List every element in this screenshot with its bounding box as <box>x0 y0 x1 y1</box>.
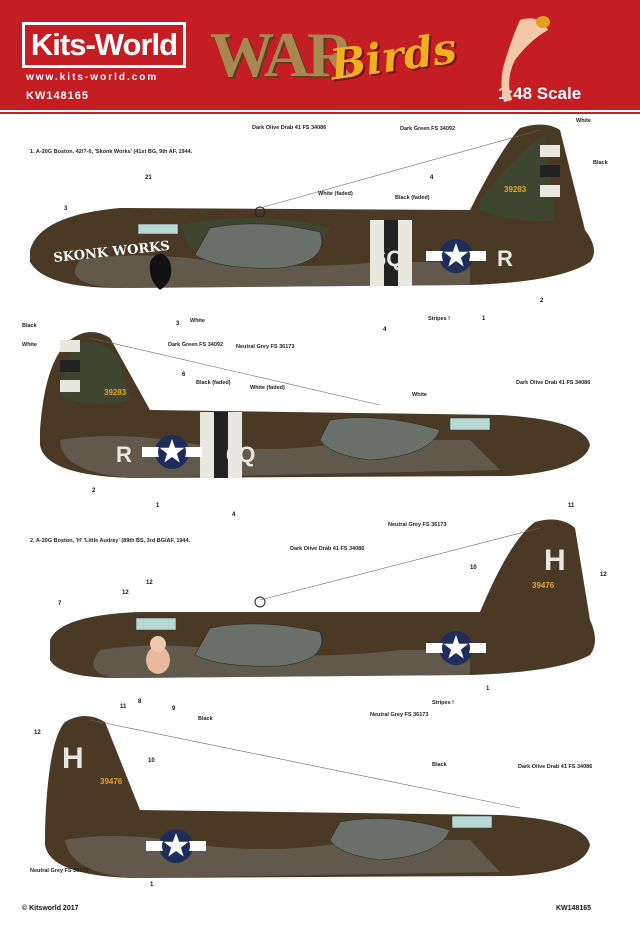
profile-2-aircraft: R 6Q 39283 <box>40 331 590 478</box>
p2-code-right: 6Q <box>226 442 255 467</box>
p4-serial: 39476 <box>100 777 123 786</box>
p2-callout: 6 <box>182 372 186 378</box>
p4-label-black: Black <box>432 762 447 768</box>
p1-callout: 3 <box>64 206 68 212</box>
p3-label-stripe: Stripes ! <box>432 700 455 706</box>
p1-callout: 4 <box>383 327 387 333</box>
copyright: © Kitsworld 2017 <box>22 905 79 912</box>
p2-callout: 1 <box>156 503 160 509</box>
p1-caption: 1. A-20G Boston, 42/?-0, 'Skonk Works' (… <box>30 149 193 155</box>
p1-label-white-low: White <box>190 318 205 324</box>
p1-label-white-top: White <box>576 118 591 124</box>
p3-callout: 11 <box>568 503 575 509</box>
p3-serial: 39476 <box>532 581 555 590</box>
p3-callout: 8 <box>138 699 142 705</box>
p3-label-neutral-grey: Neutral Grey FS 36173 <box>370 712 429 718</box>
p2-label-black-faded: Black (faded) <box>196 380 231 386</box>
p2-label-black: Black <box>22 323 37 329</box>
p4-callout: 12 <box>34 730 41 736</box>
header-divider <box>0 112 640 114</box>
p1-code-right: R <box>497 246 513 271</box>
p2-label-neutral-grey-top: Neutral Grey FS 36173 <box>236 344 295 350</box>
brand-logo: Kits-World <box>22 22 186 68</box>
p1-serial: 39283 <box>504 185 527 194</box>
p1-callout: 4 <box>430 175 434 181</box>
p2-label-neutral-grey: Neutral Grey FS 36173 <box>388 522 447 528</box>
profile-1-aircraft: 6Q R 39283 SKONK WORKS <box>30 124 594 290</box>
p2-label-white-faded: White (faded) <box>250 385 285 391</box>
p1-callout: 3 <box>176 321 180 327</box>
p1-code-left: 6Q <box>374 246 403 271</box>
p1-label-black: Black <box>593 160 608 166</box>
p4-callout: 10 <box>148 758 155 764</box>
profile-3-aircraft: H 39476 <box>50 519 595 678</box>
p2-label-white: White <box>22 342 37 348</box>
p3-code: H <box>544 544 566 577</box>
p3-callout: 12 <box>600 572 607 578</box>
p1-label-white-faded: White (faded) <box>318 191 353 197</box>
p4-code: H <box>62 742 84 775</box>
p1-label-black-faded: Black (faded) <box>395 195 430 201</box>
p3-label-olive: Dark Olive Drab 41 FS 34086 <box>290 546 365 552</box>
footer-code: KW148165 <box>556 905 592 912</box>
p2-serial: 39283 <box>104 388 127 397</box>
p3-callout: 12 <box>122 590 129 596</box>
p2-callout: 2 <box>92 488 96 494</box>
product-code: KW148165 <box>26 90 90 102</box>
website-text: www.kits-world.com <box>26 72 159 83</box>
profile-4-aircraft: H 39476 <box>45 716 590 878</box>
title-war: WAR <box>210 19 353 90</box>
p3-label-black: Black <box>198 716 213 722</box>
p1-callout: 2 <box>540 298 544 304</box>
p1-label-olive: Dark Olive Drab 41 FS 34086 <box>252 125 327 131</box>
scale-label: 1:48 Scale <box>498 84 582 103</box>
p4-label-olive: Dark Olive Drab 41 FS 34086 <box>518 764 593 770</box>
p3-callout: 9 <box>172 706 176 712</box>
p3-caption: 2. A-20G Boston, 'H' 'Little Audrey' (89… <box>30 538 191 544</box>
p2-code-left: R <box>116 442 132 467</box>
p3-callout: 1 <box>486 686 490 692</box>
p4-callout: 1 <box>150 882 154 888</box>
p1-callout: 21 <box>145 175 152 181</box>
antenna-wires <box>89 129 541 809</box>
p2-label-dark-green: Dark Green FS 34092 <box>168 342 224 348</box>
p2-callout: 4 <box>232 512 236 518</box>
pinup-figure <box>501 16 550 103</box>
p3-callout: 12 <box>146 580 153 586</box>
brand-name: Kits-World <box>30 27 178 62</box>
p4-callout: 11 <box>120 704 127 710</box>
p4-label-neutral-grey: Neutral Grey FS 36173 <box>30 868 89 874</box>
p3-callout: 10 <box>470 565 477 571</box>
p3-callout: 7 <box>58 601 62 607</box>
p2-label-white-r: White <box>412 392 427 398</box>
p2-label-olive: Dark Olive Drab 41 FS 34086 <box>516 380 591 386</box>
p1-callout: 1 <box>482 316 486 322</box>
p1-label-green: Dark Green FS 34092 <box>400 126 456 132</box>
p1-label-stripe: Stripes ! <box>428 316 451 322</box>
